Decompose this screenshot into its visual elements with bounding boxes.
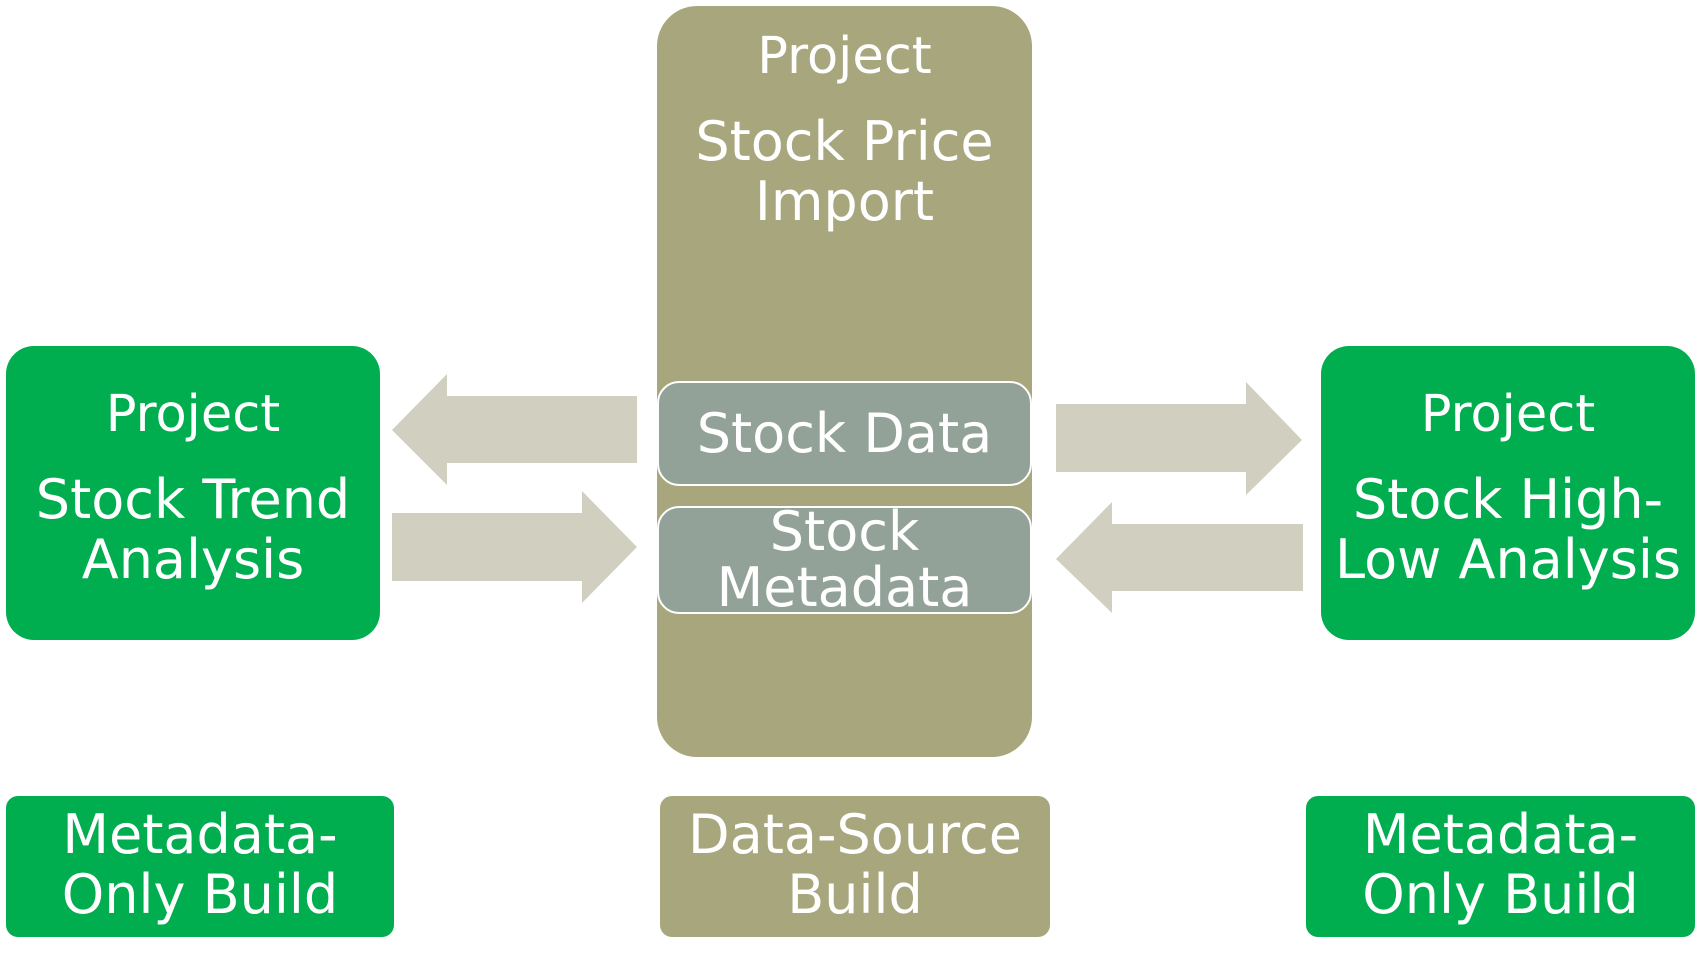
stock-metadata-label-line-2: Metadata: [716, 556, 973, 619]
right-project-name-line-2: Low Analysis: [1335, 528, 1681, 591]
arrow-left-lower: [1056, 502, 1303, 613]
stock-metadata-label-line-1: Stock: [769, 500, 920, 563]
build-label-right: Metadata- Only Build: [1306, 796, 1695, 937]
left-build-line-2: Only Build: [61, 862, 339, 926]
arrow-right-upper: [1056, 382, 1302, 495]
left-project-title: Project: [105, 385, 281, 444]
center-build-line-1: Data-Source: [688, 802, 1022, 866]
left-build-line-1: Metadata-: [62, 802, 338, 866]
stock-metadata-component: Stock Metadata: [657, 500, 1032, 619]
center-project-title: Project: [757, 27, 932, 86]
center-build-line-2: Build: [787, 862, 923, 926]
build-label-center: Data-Source Build: [660, 796, 1050, 937]
stock-data-label: Stock Data: [696, 401, 993, 465]
arrow-right-lower: [392, 491, 637, 603]
left-project-name-line-1: Stock Trend: [35, 468, 351, 531]
project-stock-high-low-analysis: Project Stock High- Low Analysis: [1321, 346, 1695, 640]
right-project-title: Project: [1420, 385, 1596, 444]
right-build-line-2: Only Build: [1362, 862, 1639, 926]
arrow-left-upper: [392, 374, 637, 485]
build-label-left: Metadata- Only Build: [6, 796, 394, 937]
project-stock-trend-analysis: Project Stock Trend Analysis: [6, 346, 380, 640]
right-project-name-line-1: Stock High-: [1352, 468, 1664, 531]
center-project-name-line-1: Stock Price: [695, 110, 994, 173]
center-project-name-line-2: Import: [754, 170, 935, 233]
right-build-line-1: Metadata-: [1362, 802, 1639, 866]
left-project-name-line-2: Analysis: [81, 528, 305, 591]
stock-data-component: Stock Data: [657, 381, 1032, 486]
